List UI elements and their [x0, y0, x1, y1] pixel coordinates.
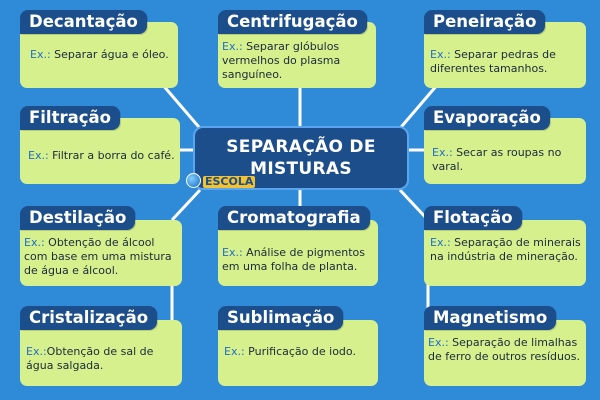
card-example: Ex.:Obtenção de sal de água salgada. [26, 345, 178, 373]
card-title: Peneiração [424, 10, 546, 34]
card-title: Filtração [20, 106, 120, 130]
card-title: Centrifugação [218, 10, 367, 34]
globe-icon [186, 173, 201, 188]
card-body [20, 220, 182, 286]
example-text: Purificação de iodo. [244, 345, 356, 358]
card-example: Ex.: Obtenção de álcool com base em uma … [24, 236, 180, 278]
logo-small-text: Brasil [204, 171, 221, 177]
example-prefix: Ex.: [224, 345, 245, 358]
example-prefix: Ex.: [430, 48, 451, 61]
example-prefix: Ex.: [26, 345, 47, 358]
card-example: Ex.: Análise de pigmentos em uma folha d… [222, 246, 374, 274]
card-example: Ex.: Filtrar a borra do café. [28, 149, 178, 163]
example-prefix: Ex.: [28, 149, 49, 162]
example-text: Secar as roupas no varal. [432, 146, 562, 173]
connector-destilacao [170, 188, 202, 222]
brand-logo: Brasil ESCOLA [186, 171, 256, 193]
example-prefix: Ex.: [30, 48, 51, 61]
connector-flotacao [398, 188, 430, 222]
example-text: Obtenção de sal de água salgada. [26, 345, 154, 372]
card-body [20, 320, 182, 386]
example-text: Separação de limalhas de ferro de outros… [428, 336, 580, 363]
card-title: Flotação [424, 206, 522, 230]
example-text: Análise de pigmentos em uma folha de pla… [222, 246, 366, 273]
card-example: Ex.: Separação de minerais na indústria … [430, 236, 584, 264]
card-body [218, 320, 378, 386]
card-example: Ex.: Secar as roupas no varal. [432, 146, 582, 174]
central-title-line-2: MISTURAS [250, 159, 352, 179]
card-example: Ex.: Separar glóbulos vermelhos do plasm… [222, 40, 372, 82]
card-example: Ex.: Separar pedras de diferentes tamanh… [430, 48, 582, 76]
card-example: Ex.: Purificação de iodo. [224, 345, 374, 359]
card-title: Sublimação [218, 306, 344, 330]
card-example: Ex.: Separação de limalhas de ferro de o… [428, 336, 584, 364]
example-text: Filtrar a borra do café. [48, 149, 175, 162]
example-text: Separar pedras de diferentes tamanhos. [430, 48, 556, 75]
central-title-line-1: SEPARAÇÃO DE [226, 137, 376, 157]
example-prefix: Ex.: [222, 246, 243, 259]
example-text: Obtenção de álcool com base em uma mistu… [24, 236, 172, 277]
logo-brand-text: ESCOLA [203, 175, 256, 188]
card-body [218, 220, 378, 286]
card-title: Magnetismo [424, 306, 557, 330]
example-text: Separar água e óleo. [50, 48, 169, 61]
card-example: Ex.: Separar água e óleo. [30, 48, 174, 62]
example-prefix: Ex.: [428, 336, 449, 349]
card-title: Evaporação [424, 106, 550, 130]
card-title: Cristalização [20, 306, 158, 330]
example-prefix: Ex.: [24, 236, 45, 249]
example-prefix: Ex.: [432, 146, 453, 159]
card-title: Decantação [20, 10, 147, 34]
example-prefix: Ex.: [222, 40, 243, 53]
example-prefix: Ex.: [430, 236, 451, 249]
example-text: Separar glóbulos vermelhos do plasma san… [222, 40, 341, 81]
card-body [424, 320, 586, 386]
card-title: Destilação [20, 206, 136, 230]
card-body [424, 220, 586, 286]
card-title: Cromatografia [218, 206, 370, 230]
example-text: Separação de minerais na indústria de mi… [430, 236, 581, 263]
